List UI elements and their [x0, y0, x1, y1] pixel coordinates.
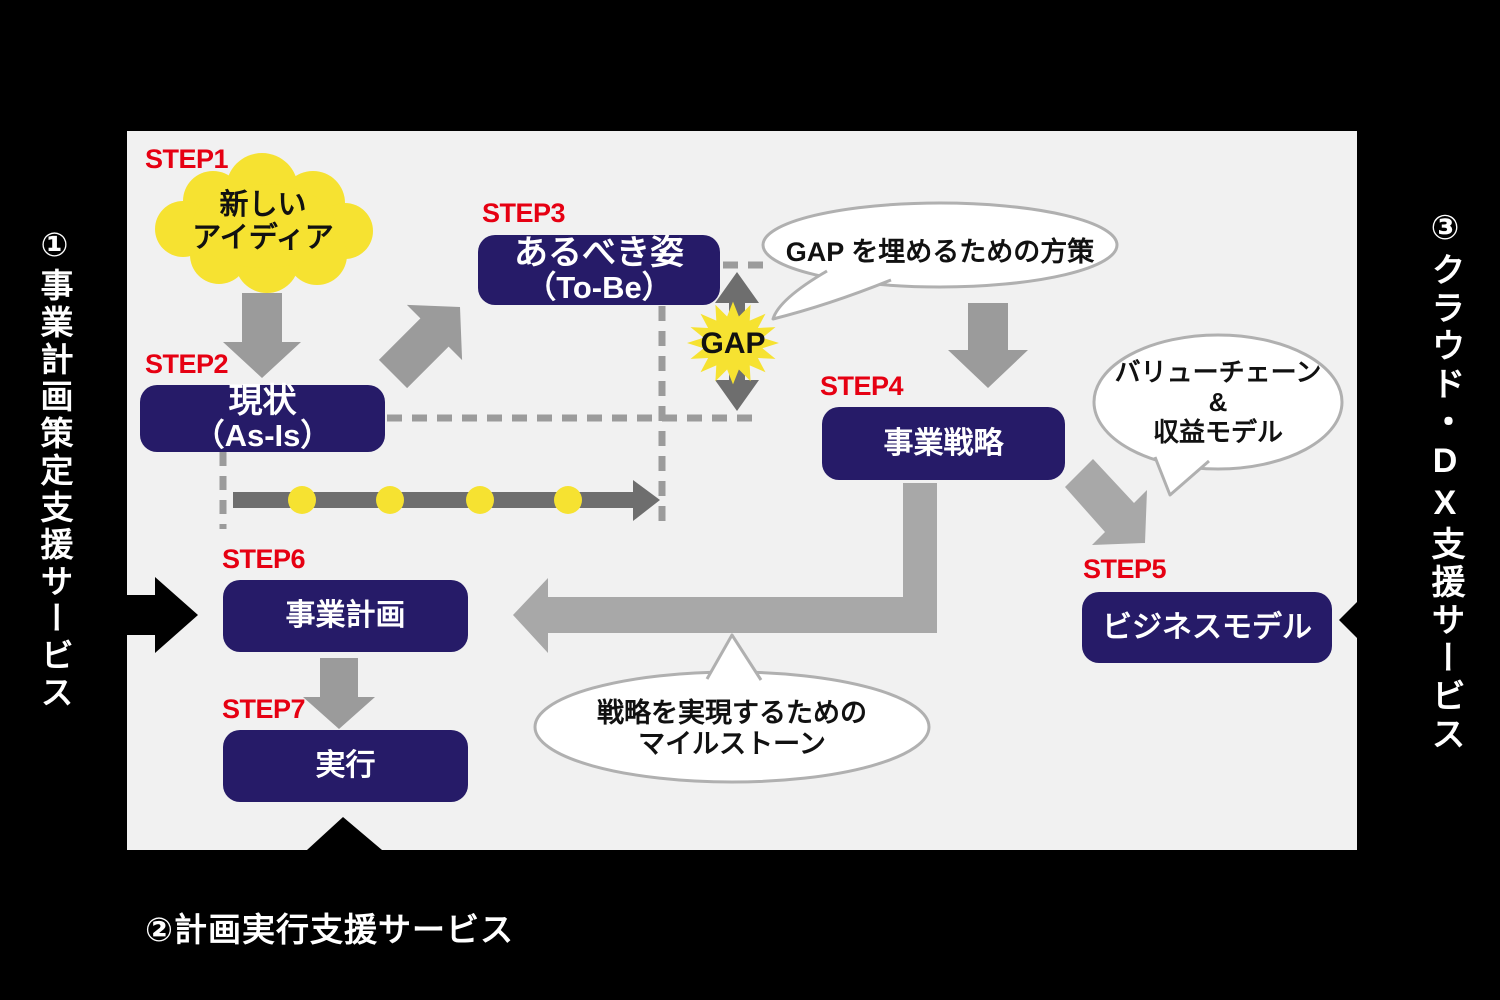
timeline-arrow [233, 480, 660, 521]
arrow-plan-to-execute [303, 658, 375, 729]
bubble-value-chain [1092, 333, 1344, 497]
asis-line2: （As-Is） [193, 418, 332, 454]
black-arrow-left-into-plan [127, 577, 198, 653]
gap-starburst [687, 301, 779, 385]
service-right-dx: DX [1426, 442, 1464, 526]
node-strategy: 事業戦略 [822, 407, 1065, 480]
black-arrow-right-into-businessmodel [1339, 602, 1357, 638]
milestone-line2: マイルストーン [638, 729, 826, 759]
plan-label: 事業計画 [285, 599, 406, 632]
diagram-panel: STEP1 STEP2 STEP3 STEP4 STEP5 STEP6 STEP… [127, 131, 1357, 850]
milestone-dot [288, 486, 316, 514]
tobe-line1: あるべき姿 [514, 233, 684, 272]
arrow-strategy-to-plan [513, 483, 937, 653]
business-model-label: ビジネスモデル [1102, 610, 1312, 644]
node-execute: 実行 [223, 730, 468, 802]
service-right-pre: ③クラウド・ [1426, 208, 1464, 442]
step1-label: STEP1 [145, 144, 229, 174]
value-chain-line1: バリューチェーン [1114, 357, 1322, 387]
bubble-gap-measure-text: GAP を埋めるための方策 [785, 237, 1095, 267]
arrow-idea-to-asis [223, 293, 301, 378]
service-label-left: ①事業計画策定支援サービス [36, 225, 73, 712]
bubble-value-chain-text: バリューチェーン & 収益モデル [1088, 357, 1348, 447]
milestone-dot [376, 486, 404, 514]
strategy-label: 事業戦略 [883, 426, 1004, 460]
milestone-dot [466, 486, 494, 514]
step6-label: STEP6 [222, 544, 306, 574]
arrow-asis-to-tobe [378, 304, 463, 389]
step5-label: STEP5 [1083, 554, 1167, 584]
value-chain-line2: & [1208, 387, 1228, 417]
service-label-bottom: ②計画実行支援サービス [145, 911, 514, 948]
idea-line1: 新しい [219, 189, 307, 221]
diagram-canvas [127, 153, 1357, 850]
gap-label: GAP [700, 327, 766, 360]
asis-line1: 現状 [228, 382, 297, 421]
black-arrow-bottom-into-execute [307, 817, 382, 850]
node-business-model: ビジネスモデル [1082, 592, 1332, 663]
arrow-strategy-to-businessmodel [1065, 459, 1147, 545]
bubble-milestone [533, 633, 931, 784]
bubble-gap-measure [761, 201, 1119, 321]
service-right-post: 支援サービス [1426, 526, 1464, 754]
node-plan: 事業計画 [223, 580, 468, 652]
node-tobe: あるべき姿 （To-Be） [478, 235, 720, 305]
service-label-right: ③クラウド・DX支援サービス [1411, 208, 1479, 754]
node-asis: 現状 （As-Is） [140, 382, 385, 454]
step3-label: STEP3 [482, 198, 566, 228]
idea-line2: アイディア [192, 222, 334, 255]
step7-label: STEP7 [222, 694, 306, 724]
bubble-milestone-text: 戦略を実現するための マイルストーン [542, 698, 922, 760]
milestone-line1: 戦略を実現するための [597, 698, 867, 728]
tobe-line2: （To-Be） [525, 269, 673, 305]
step4-label: STEP4 [820, 371, 904, 401]
execute-label: 実行 [315, 749, 376, 782]
milestone-dot [554, 486, 582, 514]
arrow-measure-to-strategy [948, 303, 1028, 388]
idea-cloud-text: 新しい アイディア [153, 189, 373, 256]
idea-cloud [155, 153, 373, 293]
step2-label: STEP2 [145, 349, 229, 379]
value-chain-line3: 収益モデル [1152, 417, 1283, 447]
